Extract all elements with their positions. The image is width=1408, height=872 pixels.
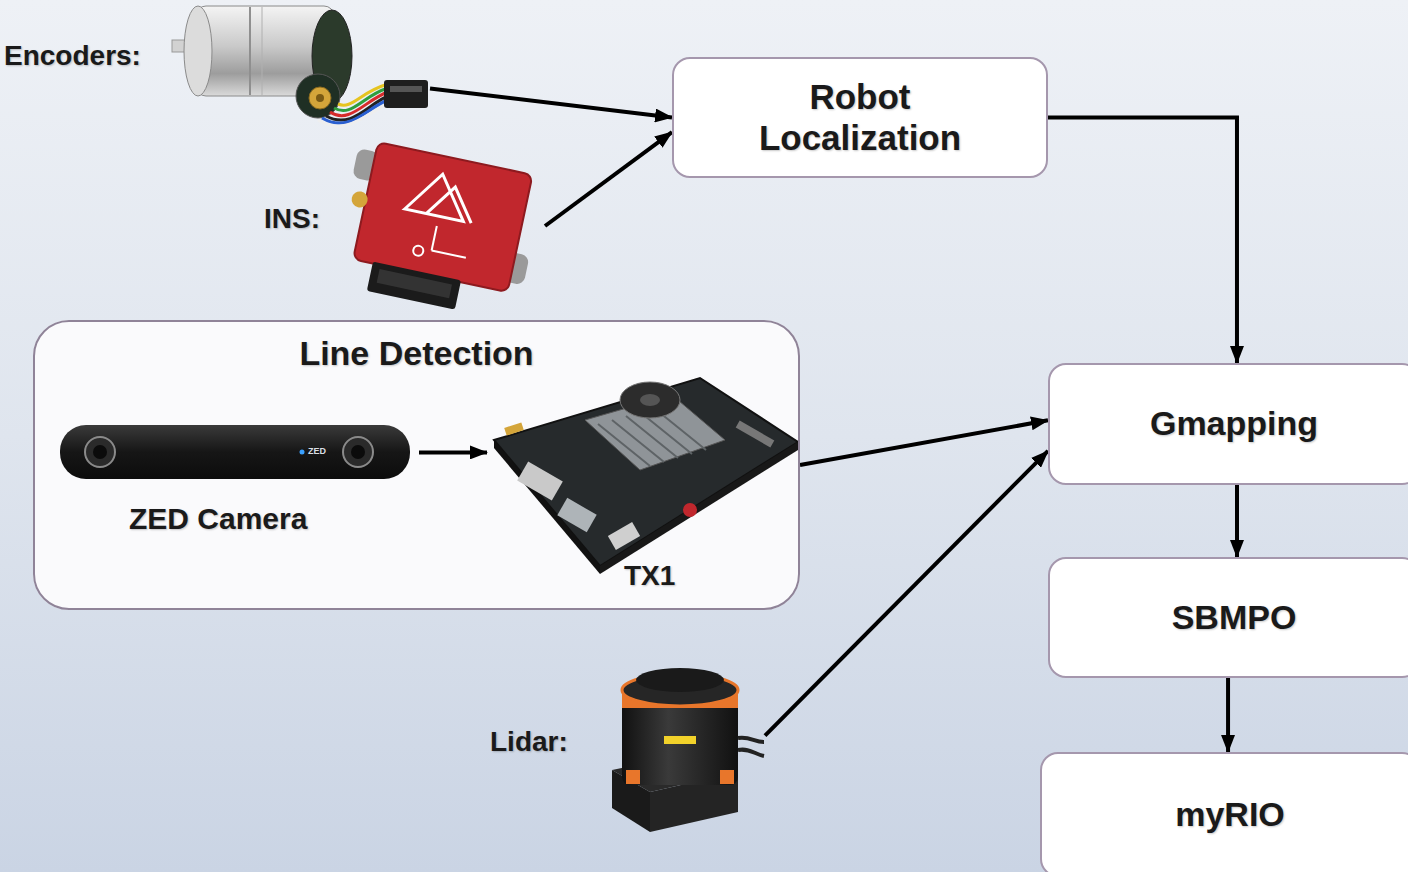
- motor-encoder-picture: [172, 6, 428, 126]
- group-title: Line Detection: [35, 322, 798, 373]
- lidar-device: Lidar:: [488, 640, 765, 835]
- camera-device: ZED Camera: [57, 420, 419, 540]
- node-label: TX1: [624, 560, 675, 592]
- group-panel: ZED CameraTX1 Line Detection: [33, 320, 800, 610]
- tx1-board-picture: [494, 378, 798, 574]
- process-box: myRIO: [1040, 752, 1408, 872]
- encoder-device: Encoders:: [2, 0, 430, 130]
- node-label: Encoders:: [4, 40, 141, 72]
- arrow-connector: [1235, 485, 1239, 557]
- node-label: ZED Camera: [129, 502, 307, 537]
- ins-device: INS:: [262, 135, 545, 310]
- arrow-connector: [419, 450, 487, 454]
- brand-mark: ZED: [308, 446, 326, 456]
- ins-picture: [330, 138, 547, 322]
- process-box: Gmapping: [1048, 363, 1408, 485]
- lidar-picture: [612, 668, 764, 832]
- group-panel-fill: [33, 320, 800, 610]
- node-label: Robot Localization: [730, 77, 990, 158]
- arrow-connector: [800, 420, 1048, 465]
- node-label: SBMPO: [1172, 598, 1297, 637]
- process-box: Robot Localization: [672, 57, 1048, 178]
- zed-camera-picture: [60, 425, 410, 479]
- node-label: Gmapping: [1150, 404, 1318, 443]
- node-label: INS:: [264, 203, 320, 235]
- process-box: SBMPO: [1048, 557, 1408, 678]
- arrow-connector: [545, 132, 672, 226]
- board-device: TX1: [487, 374, 799, 598]
- node-label: myRIO: [1175, 795, 1285, 834]
- arrow-connector: [430, 88, 672, 117]
- node-label: Lidar:: [490, 726, 568, 758]
- arrow-connector: [1226, 678, 1230, 752]
- arrow-connector: [1048, 118, 1237, 364]
- arrow-connector: [765, 451, 1048, 736]
